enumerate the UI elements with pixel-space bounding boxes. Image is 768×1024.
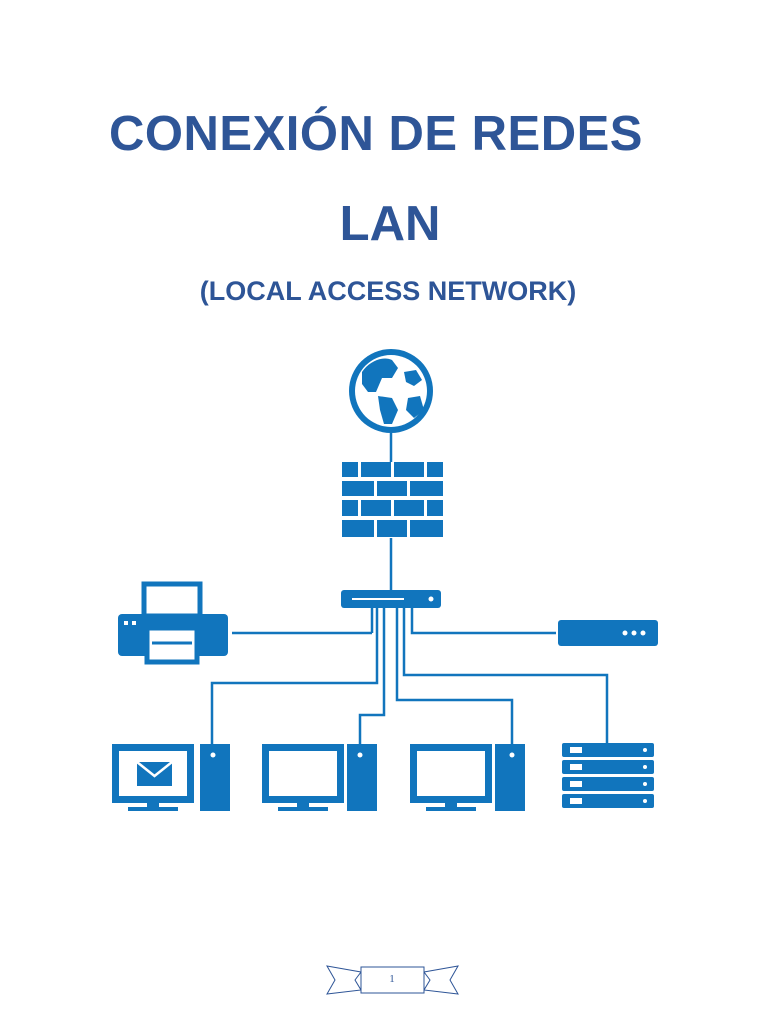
page-number: 1 (389, 973, 395, 985)
link-switch-server (402, 607, 609, 743)
server-rack-icon (562, 743, 654, 808)
document-title-line1: CONEXIÓN DE REDES (109, 107, 643, 161)
network-connections (210, 433, 609, 745)
mail-workstation-icon (112, 744, 230, 811)
link-switch-workstation-2 (358, 607, 386, 745)
page-number-ribbon (326, 965, 459, 995)
link-switch-workstation-3 (395, 607, 514, 745)
link-switch-router (410, 607, 556, 635)
link-switch-workstation-mail (210, 607, 379, 745)
firewall-icon (342, 462, 443, 537)
document-title-line2: LAN (339, 197, 441, 251)
workstation-icon (262, 744, 377, 811)
router-icon (558, 620, 658, 646)
workstation-icon (410, 744, 525, 811)
globe-icon (349, 349, 433, 433)
printer-icon (118, 581, 228, 665)
switch-icon (341, 590, 441, 608)
document-subtitle: (LOCAL ACCESS NETWORK) (199, 276, 577, 306)
